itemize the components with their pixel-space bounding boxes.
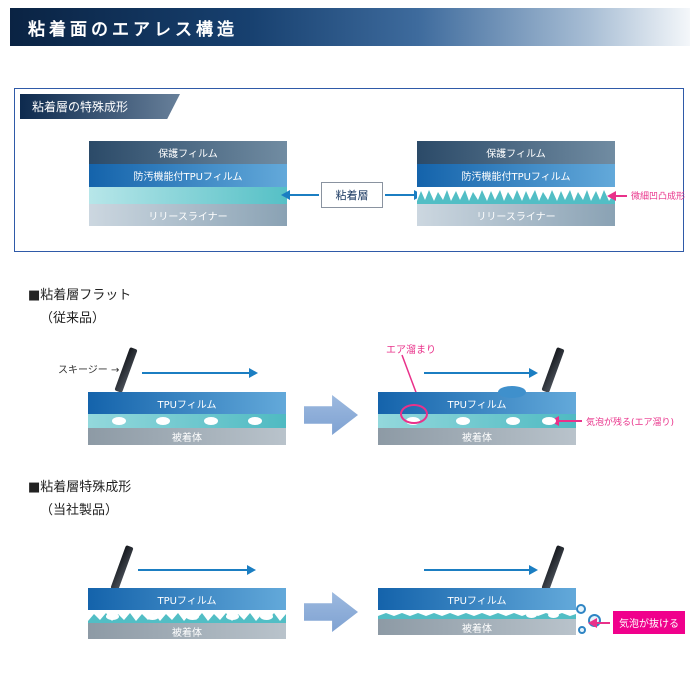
substrate-label: 被着体 [462, 623, 492, 635]
tpu-film-layer: 防汚機能付TPUフィルム [417, 164, 615, 187]
release-liner-label: リリースライナー [148, 211, 228, 223]
adhesive-layer-compressed [378, 610, 576, 619]
special-forming-banner-label: 粘着層の特殊成形 [32, 100, 129, 114]
page-title: 粘着面のエアレス構造 [28, 19, 238, 40]
substrate-layer: 被着体 [378, 619, 576, 635]
arrow-to-left-stack [281, 190, 319, 200]
air-bubble [456, 417, 470, 425]
adhesive-layer-callout: 粘着層 [321, 182, 383, 208]
adhesive-layer-callout-label: 粘着層 [335, 189, 369, 202]
tpu-film-layer: 防汚機能付TPUフィルム [89, 164, 287, 187]
release-liner-label: リリースライナー [476, 211, 556, 223]
flat-section-subheading: （従来品） [40, 311, 106, 326]
micro-texture-annotation-label: 微細凹凸成形 [631, 192, 686, 202]
tpu-film-label: TPUフィルム [157, 595, 217, 607]
air-bubble [526, 612, 537, 618]
wipe-direction-arrow [424, 368, 538, 378]
protective-film-label: 保護フィルム [158, 149, 218, 160]
molding-before-stack: TPUフィルム 被着体 [88, 588, 286, 639]
air-pocket-label: エア溜まり [386, 345, 436, 356]
wipe-direction-arrow [138, 565, 256, 575]
substrate-layer: 被着体 [378, 428, 576, 445]
arrow-to-right-stack [385, 190, 423, 200]
release-liner-layer: リリースライナー [417, 204, 615, 226]
tpu-film-label: 防汚機能付TPUフィルム [133, 172, 243, 183]
transition-arrow-icon [304, 395, 358, 435]
tpu-film-label: TPUフィルム [447, 595, 507, 607]
flat-before-stack: TPUフィルム 被着体 [88, 392, 286, 445]
layer-stack-textured-adhesive: 保護フィルム 防汚機能付TPUフィルム リリースライナー [417, 141, 615, 226]
film-bulge-icon [498, 386, 526, 398]
protective-film-layer: 保護フィルム [89, 141, 287, 164]
release-liner-layer: リリースライナー [89, 204, 287, 226]
air-bubble [226, 613, 239, 620]
flat-section-heading: ■粘着層フラット [28, 288, 132, 303]
annotation-arrow-icon [607, 190, 627, 201]
zigzag-texture-icon [417, 190, 615, 204]
adhesive-layer-textured [417, 187, 615, 204]
layer-stack-flat-adhesive: 保護フィルム 防汚機能付TPUフィルム リリースライナー [89, 141, 287, 226]
air-bubble [106, 613, 119, 620]
tpu-film-layer: TPUフィルム [378, 386, 576, 414]
substrate-layer: 被着体 [88, 428, 286, 445]
title-banner: 粘着面のエアレス構造 [10, 8, 690, 46]
substrate-layer: 被着体 [88, 623, 286, 639]
adhesive-layer-textured [88, 610, 286, 623]
squeegee-icon [541, 545, 565, 591]
air-bubble [548, 612, 559, 618]
wipe-direction-arrow [424, 565, 538, 575]
tpu-film-layer: TPUフィルム [378, 588, 576, 610]
special-forming-banner: 粘着層の特殊成形 [20, 94, 180, 119]
squeegee-icon [541, 347, 565, 393]
tpu-film-label: 防汚機能付TPUフィルム [461, 172, 571, 183]
escaping-bubble-icon [576, 604, 586, 614]
tpu-film-layer: TPUフィルム [88, 588, 286, 610]
tpu-film-label: TPUフィルム [157, 399, 217, 411]
protective-film-label: 保護フィルム [486, 149, 546, 160]
substrate-label: 被着体 [172, 433, 202, 444]
air-bubble [156, 417, 170, 425]
air-bubble [112, 417, 126, 425]
adhesive-layer-flat [89, 187, 287, 204]
protective-film-layer: 保護フィルム [417, 141, 615, 164]
result-pointer-arrow [550, 416, 582, 426]
molding-after-stack: TPUフィルム 被着体 [378, 588, 576, 635]
molding-section-heading: ■粘着層特殊成形 [28, 480, 132, 495]
tpu-film-layer: TPUフィルム [88, 392, 286, 414]
result-pointer-arrow [588, 618, 610, 628]
air-bubble [204, 417, 218, 425]
substrate-label: 被着体 [172, 627, 202, 639]
tpu-film-label: TPUフィルム [447, 399, 507, 411]
air-bubble [248, 417, 262, 425]
ripple-texture-icon [378, 613, 576, 619]
flat-result-note: 気泡が残る(エア溜り) [586, 418, 675, 428]
air-bubble [186, 613, 199, 620]
air-bubble [506, 417, 520, 425]
substrate-label: 被着体 [462, 433, 492, 444]
micro-texture-annotation: 微細凹凸成形 [607, 189, 686, 202]
molding-result-badge: 気泡が抜ける [613, 611, 685, 634]
wipe-direction-arrow [142, 368, 258, 378]
special-forming-box: 粘着層の特殊成形 保護フィルム 防汚機能付TPUフィルム リリースライナー 粘着… [14, 88, 686, 252]
squeegee-icon [110, 545, 134, 591]
transition-arrow-icon [304, 592, 358, 632]
air-pocket-circle-icon [400, 404, 428, 424]
air-bubble [146, 613, 159, 620]
flat-after-stack: TPUフィルム 被着体 [378, 386, 576, 445]
air-bubble [542, 417, 556, 425]
squeegee-label: スキージー → [58, 365, 120, 376]
adhesive-layer-with-bubbles [88, 414, 286, 428]
molding-section-subheading: （当社製品） [40, 503, 119, 518]
escaping-bubble-icon [578, 626, 586, 634]
air-bubble [260, 613, 273, 620]
